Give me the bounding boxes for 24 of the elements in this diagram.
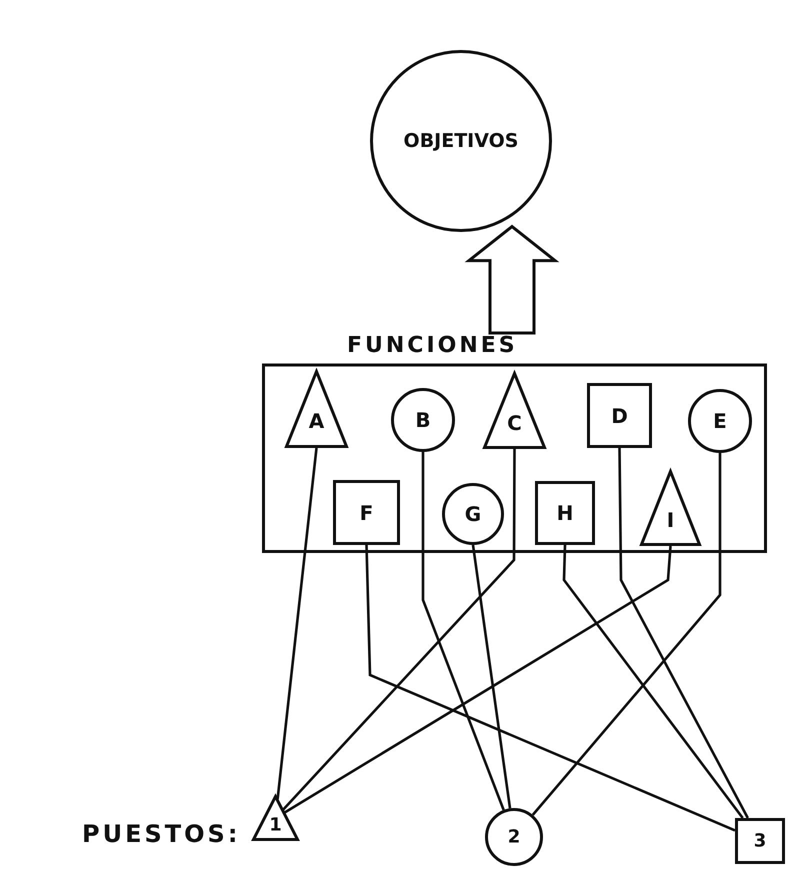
connector-line xyxy=(276,448,318,800)
shape-label: 3 xyxy=(754,830,766,852)
connector-line xyxy=(422,452,505,810)
shape-label: G xyxy=(464,502,482,526)
connector-line xyxy=(365,544,736,832)
shape-label: D xyxy=(611,404,628,428)
shape-label: E xyxy=(713,409,727,433)
shape-label: F xyxy=(360,500,374,524)
panel-heading: FUNCIONES xyxy=(347,333,518,358)
shape-label: A xyxy=(308,409,324,434)
connector-line xyxy=(282,449,516,811)
shape-label: OBJETIVOS xyxy=(404,130,518,152)
shape-label: I xyxy=(666,508,674,532)
connector-line xyxy=(618,448,749,819)
connector-line xyxy=(472,544,512,808)
shape-label: 1 xyxy=(269,814,282,836)
shape-label: 2 xyxy=(508,826,520,848)
shape-label: C xyxy=(507,410,522,435)
hollow-arrow xyxy=(464,224,560,334)
connector-line xyxy=(562,544,744,819)
connector-line xyxy=(532,453,722,816)
shape-label: B xyxy=(415,408,431,432)
shape-label: H xyxy=(556,501,574,525)
row-label: PUESTOS: xyxy=(82,820,240,848)
